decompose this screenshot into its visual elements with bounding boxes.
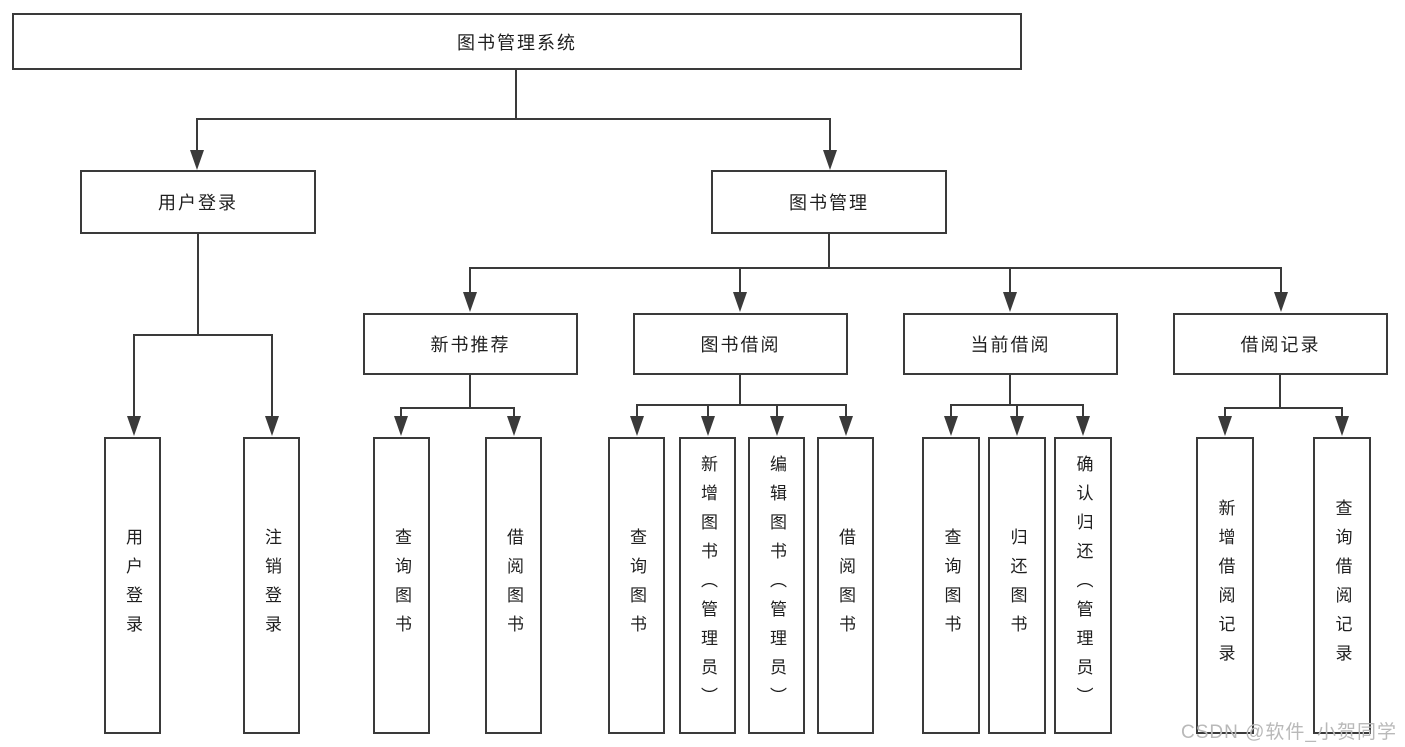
- arrow-down-icon: [630, 416, 644, 436]
- arrow-down-icon: [265, 416, 279, 436]
- node-new-book-recommend: 新书推荐: [363, 313, 578, 375]
- arrow-down-icon: [1335, 416, 1349, 436]
- arrow-down-icon: [507, 416, 521, 436]
- watermark-text: CSDN @软件_小贺同学: [1181, 722, 1397, 743]
- arrow-down-icon: [701, 416, 715, 436]
- leaf-confirm-return-admin: 确认归还（管理员）: [1054, 437, 1112, 734]
- node-book-borrowing: 图书借阅: [633, 313, 848, 375]
- leaf-return-book: 归还图书: [988, 437, 1046, 734]
- leaf-query-borrow-record: 查询借阅记录: [1313, 437, 1371, 734]
- arrow-down-icon: [823, 150, 837, 170]
- arrow-down-icon: [1003, 292, 1017, 312]
- arrow-down-icon: [1218, 416, 1232, 436]
- leaf-query-books-recommend: 查询图书: [373, 437, 430, 734]
- arrow-down-icon: [463, 292, 477, 312]
- arrow-down-icon: [770, 416, 784, 436]
- arrow-down-icon: [839, 416, 853, 436]
- leaf-query-books-current: 查询图书: [922, 437, 980, 734]
- node-library-management-system: 图书管理系统: [12, 13, 1022, 70]
- arrow-down-icon: [190, 150, 204, 170]
- node-book-management: 图书管理: [711, 170, 947, 234]
- arrow-down-icon: [733, 292, 747, 312]
- leaf-borrow-books-borrowing: 借阅图书: [817, 437, 874, 734]
- arrow-down-icon: [944, 416, 958, 436]
- arrow-down-icon: [1010, 416, 1024, 436]
- node-user-login: 用户登录: [80, 170, 316, 234]
- connector-lines: [133, 70, 1343, 418]
- leaf-borrow-books-recommend: 借阅图书: [485, 437, 542, 734]
- arrow-down-icon: [394, 416, 408, 436]
- arrow-down-icon: [1076, 416, 1090, 436]
- arrowheads: [127, 150, 1349, 436]
- arrow-down-icon: [1274, 292, 1288, 312]
- arrow-down-icon: [127, 416, 141, 436]
- leaf-query-books-borrowing: 查询图书: [608, 437, 665, 734]
- leaf-add-book-admin: 新增图书（管理员）: [679, 437, 736, 734]
- leaf-edit-book-admin: 编辑图书（管理员）: [748, 437, 805, 734]
- node-current-borrowing: 当前借阅: [903, 313, 1118, 375]
- leaf-add-borrow-record: 新增借阅记录: [1196, 437, 1254, 734]
- node-borrowing-records: 借阅记录: [1173, 313, 1388, 375]
- leaf-user-login: 用户登录: [104, 437, 161, 734]
- leaf-logout: 注销登录: [243, 437, 300, 734]
